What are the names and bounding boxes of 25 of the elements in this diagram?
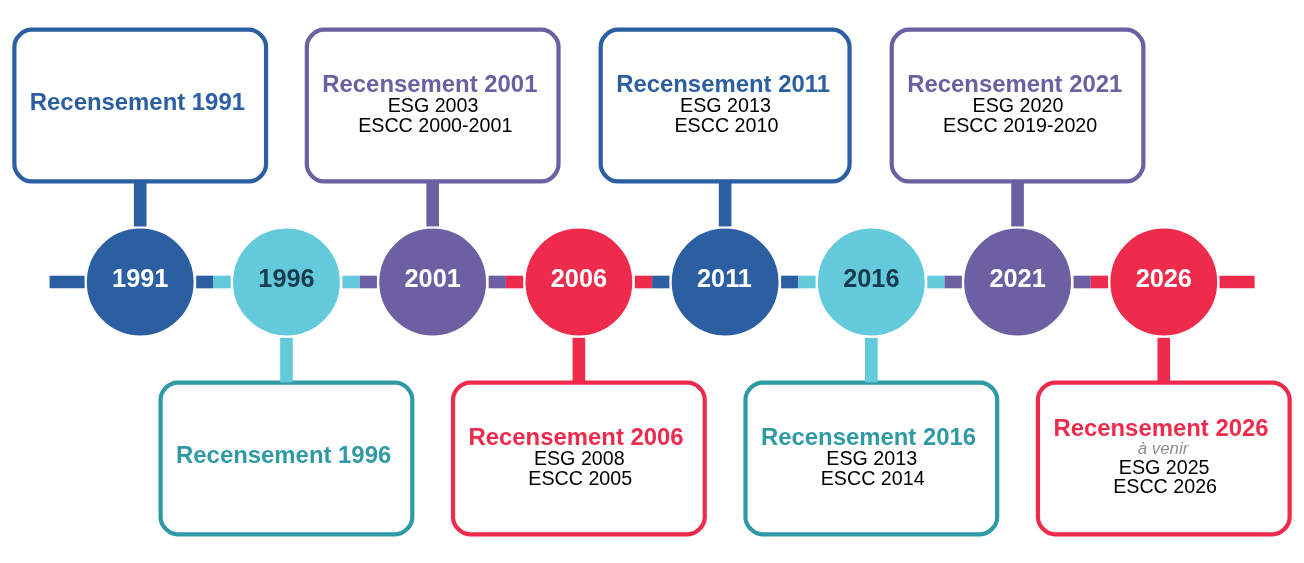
node-box: Recensement 2006 ESG 2008 ESCC 2005	[450, 379, 707, 536]
connector	[133, 181, 147, 226]
node-box: Recensement 1991	[12, 27, 269, 184]
connector	[280, 337, 293, 382]
connector	[781, 275, 816, 288]
node-box: Recensement 2011 ESG 2013 ESCC 2010	[598, 27, 852, 184]
connector	[342, 275, 377, 288]
connector	[488, 275, 524, 288]
connector	[49, 275, 85, 288]
node-box: Recensement 2001 ESG 2003 ESCC 2000-2001	[304, 27, 561, 184]
connector	[718, 181, 732, 226]
connector	[1073, 275, 1109, 288]
node-box: Recensement 2016 ESG 2013 ESCC 2014	[743, 379, 1000, 536]
node-box: Recensement 2021 ESG 2020 ESCC 2019-2020	[889, 27, 1146, 184]
connector	[1011, 181, 1024, 226]
connector	[426, 181, 439, 226]
connector	[865, 337, 878, 382]
connector	[1219, 275, 1255, 288]
connector	[927, 275, 962, 288]
connector	[572, 337, 586, 382]
connector	[1157, 337, 1171, 382]
node-box: Recensement 2026 à venir ESG 2025 ESCC 2026	[1035, 379, 1292, 536]
connector	[196, 275, 231, 288]
node-box: Recensement 1996	[158, 379, 415, 536]
connector	[634, 275, 670, 288]
